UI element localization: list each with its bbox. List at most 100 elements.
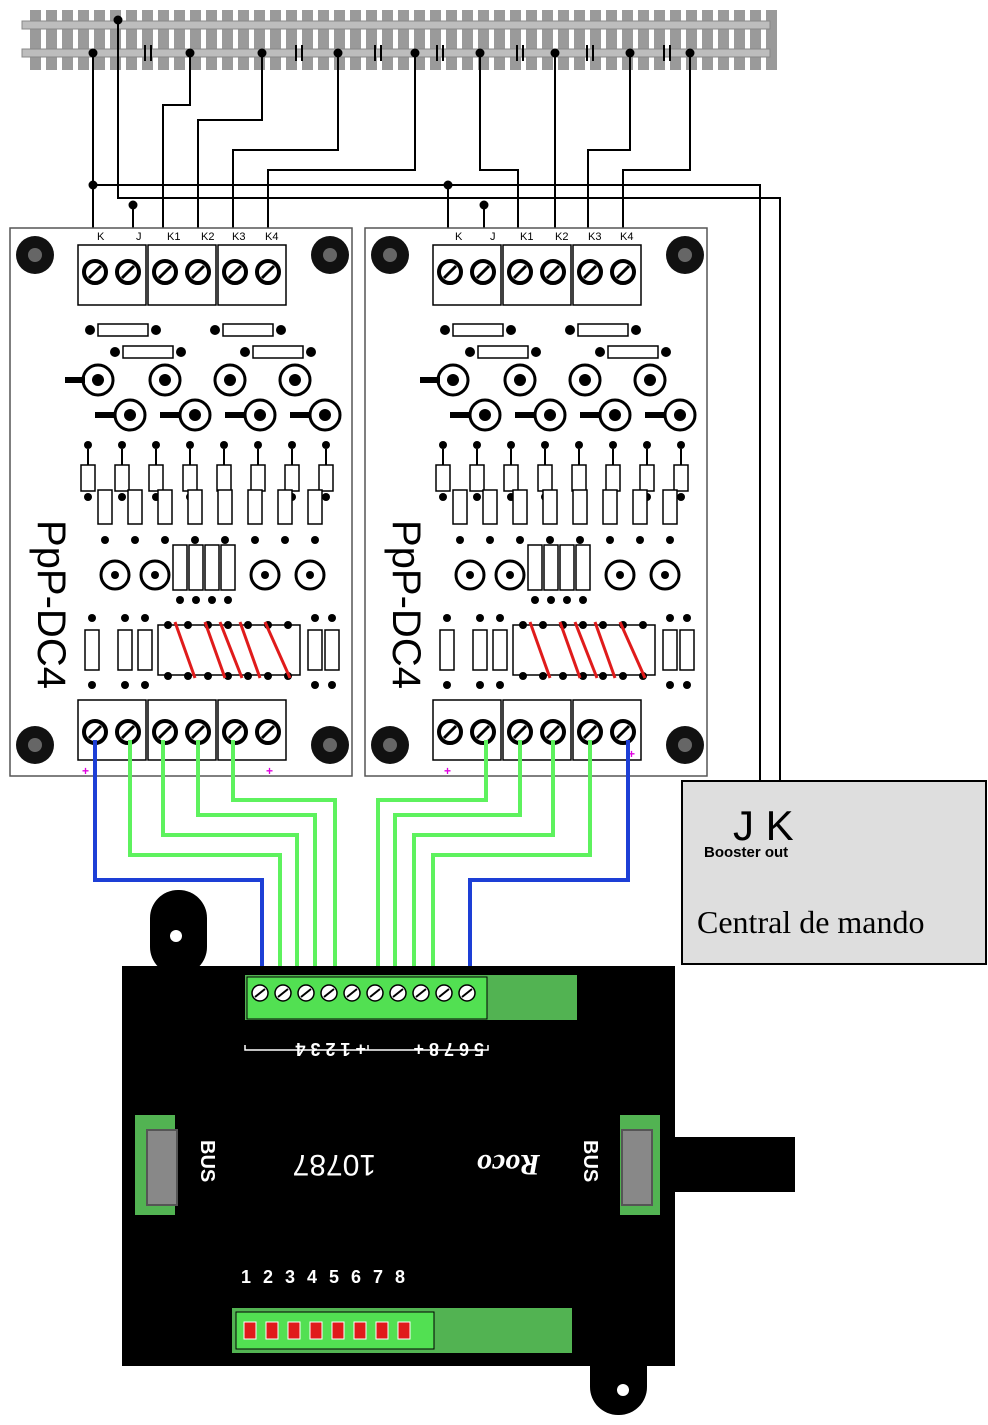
component-pad [221, 536, 229, 544]
component-pad [210, 325, 220, 335]
component-pad [677, 493, 685, 501]
diode [80, 464, 96, 492]
terminal-screw-slot [120, 724, 136, 740]
decoder-terminal-slot [346, 988, 358, 998]
led-center [644, 374, 656, 386]
led-number: 6 [351, 1267, 361, 1287]
track-sleeper [670, 10, 681, 70]
decoder-body [122, 966, 675, 1366]
track-sleeper [350, 10, 361, 70]
track-sleeper [414, 10, 425, 70]
decoder-mount-hole [617, 1384, 629, 1396]
terminal-label-k4: K4 [620, 231, 633, 243]
mounting-hole-center [383, 738, 397, 752]
ic-pin [519, 621, 527, 629]
component-pad [506, 325, 516, 335]
resistor-vertical [97, 489, 113, 525]
bus-cable [660, 1137, 795, 1192]
component-pad [84, 493, 92, 501]
jumper-wire [573, 621, 599, 679]
jumper-wire [203, 621, 227, 679]
status-led [243, 1321, 257, 1340]
mounting-hole-center [323, 248, 337, 262]
component-pad [322, 493, 330, 501]
component-pad [311, 614, 319, 622]
component-pad [476, 681, 484, 689]
resistor-vertical [482, 489, 498, 525]
component-pad [541, 441, 549, 449]
board-right-terminal-labels: K J K1 K2 K3 K4 [455, 231, 633, 243]
track-sleeper [126, 10, 137, 70]
status-led [331, 1321, 345, 1340]
diode [673, 464, 689, 492]
terminal-label-k1: K1 [520, 231, 533, 243]
ic-pin [264, 672, 272, 680]
component-pad [666, 681, 674, 689]
component-pad [473, 493, 481, 501]
diode [639, 464, 655, 492]
track-sleeper [510, 10, 521, 70]
component-pad [84, 441, 92, 449]
wire-junction [257, 48, 267, 58]
component-pad [224, 596, 232, 604]
board-left [9, 227, 353, 777]
jumper-wire [593, 621, 617, 679]
bus-connector [146, 1129, 178, 1206]
board-right-name: PpP-DC4 [384, 520, 428, 689]
resistor-vertical [307, 489, 323, 525]
output-wire [196, 740, 317, 985]
ic-pin [619, 672, 627, 680]
central-jk-label: J K [733, 802, 794, 849]
track-sleeper [654, 10, 665, 70]
resistor-vertical [188, 544, 204, 591]
jumper-wire [173, 621, 197, 679]
resistor-vertical [512, 489, 528, 525]
central-booster-label: Booster out [704, 844, 788, 861]
component-pad [110, 347, 120, 357]
component-pad [121, 614, 129, 622]
terminal-screw-slot [260, 264, 276, 280]
component-pad [306, 571, 314, 579]
component-pad [506, 571, 514, 579]
wire-junction [685, 48, 695, 58]
status-led [287, 1321, 301, 1340]
resistor-vertical [543, 544, 559, 591]
mounting-hole-center [28, 248, 42, 262]
resistor-vertical [277, 489, 293, 525]
terminal-screw-slot [442, 724, 458, 740]
output-wire [231, 740, 337, 985]
track-sleeper [94, 10, 105, 70]
component-pad [439, 441, 447, 449]
led-center [92, 374, 104, 386]
track-sleeper [494, 10, 505, 70]
resistor-vertical [679, 629, 695, 671]
component-pad [677, 441, 685, 449]
decoder-terminal-slot [300, 988, 312, 998]
decoder-terminal-slot [254, 988, 266, 998]
component-pad [192, 596, 200, 604]
wire-junction [625, 48, 635, 58]
plus-mark: + [266, 764, 273, 778]
terminal-screw-slot [120, 264, 136, 280]
mounting-hole-center [323, 738, 337, 752]
led-center [447, 374, 459, 386]
track-sleeper [558, 10, 569, 70]
track-wire [622, 53, 691, 262]
component-pad [281, 536, 289, 544]
component-pad [328, 614, 336, 622]
wire-junction [443, 180, 453, 190]
led-center [479, 409, 491, 421]
component-pad [141, 614, 149, 622]
component-pad [643, 441, 651, 449]
decoder-mount-hole [170, 930, 182, 942]
wire-junction [410, 48, 420, 58]
bus-connector [621, 1129, 653, 1206]
component-pad [111, 571, 119, 579]
resistor [222, 323, 274, 337]
jumper-wire [618, 621, 647, 679]
terminal-label-k2: K2 [555, 231, 568, 243]
ic-pin [164, 621, 172, 629]
track-wires [88, 15, 781, 780]
diode [469, 464, 485, 492]
led-number: 1 [241, 1267, 251, 1287]
